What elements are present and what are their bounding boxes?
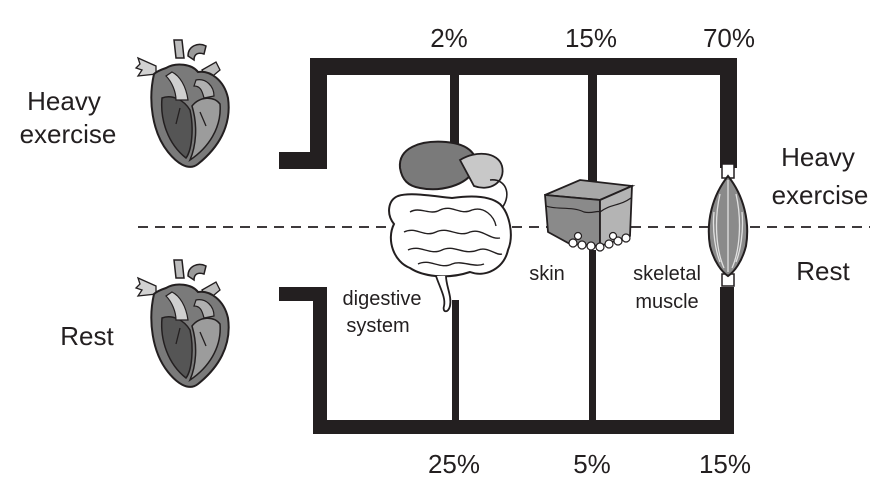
right-heavy-exercise-label-line2: exercise bbox=[772, 180, 869, 210]
digestive-system-label-line1: digestive bbox=[343, 288, 422, 310]
heart-icon bbox=[136, 260, 229, 387]
rest-muscle-percent: 15% bbox=[699, 449, 751, 479]
rest-skin-percent: 5% bbox=[573, 449, 611, 479]
right-rest-label: Rest bbox=[796, 256, 850, 286]
heavy-skin-percent: 15% bbox=[565, 23, 617, 53]
skeletal-muscle-label-line1: skeletal bbox=[633, 263, 701, 285]
skin-label: skin bbox=[529, 263, 565, 285]
heavy-muscle-percent: 70% bbox=[703, 23, 755, 53]
digestive-system-label-line2: system bbox=[346, 315, 409, 337]
left-rest-label: Rest bbox=[60, 321, 114, 351]
heart-icon bbox=[136, 40, 229, 167]
skin-icon bbox=[545, 180, 632, 251]
heavy-exercise-vessel bbox=[279, 58, 737, 195]
right-heavy-exercise-label-line1: Heavy bbox=[781, 142, 855, 172]
digestive-system-icon bbox=[389, 142, 511, 312]
skeletal-muscle-label-line2: muscle bbox=[635, 291, 698, 313]
left-heavy-exercise-label-line1: Heavy bbox=[27, 86, 101, 116]
heavy-digestive-percent: 2% bbox=[430, 23, 468, 53]
rest-digestive-percent: 25% bbox=[428, 449, 480, 479]
skeletal-muscle-icon bbox=[709, 164, 747, 286]
left-heavy-exercise-label-line2: exercise bbox=[20, 119, 117, 149]
